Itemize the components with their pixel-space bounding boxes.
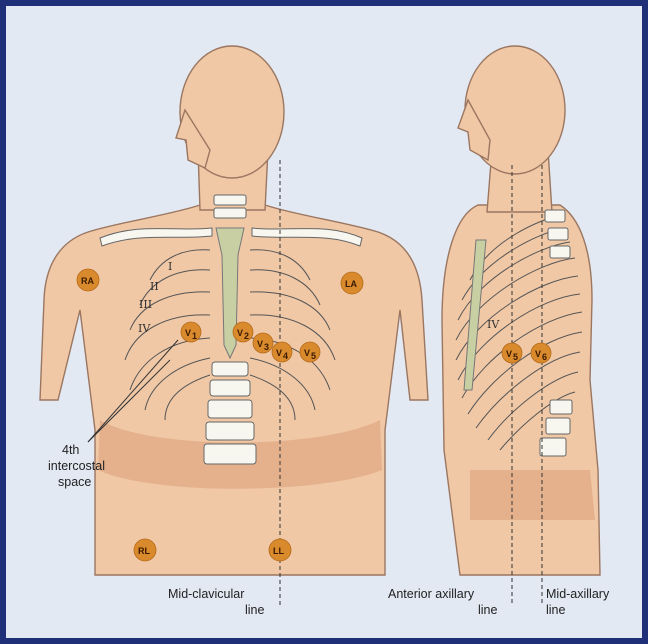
- electrode-rl: RL: [134, 539, 156, 561]
- svg-text:V: V: [276, 348, 282, 358]
- intercostal-label-line2: intercostal: [48, 459, 105, 473]
- rib-label-i: I: [168, 260, 172, 273]
- mid-axillary-label-line1: Mid-axillary: [546, 587, 610, 601]
- svg-text:1: 1: [192, 331, 197, 341]
- electrode-v3: V 3: [253, 333, 273, 353]
- rib-label-iii: III: [139, 298, 152, 311]
- electrode-ra: RA: [77, 269, 99, 291]
- electrode-side-v5: V 5: [502, 343, 522, 363]
- svg-text:V: V: [535, 349, 541, 359]
- intercostal-label-line1: 4th: [62, 443, 79, 457]
- electrode-ll: LL: [269, 539, 291, 561]
- side-rib-label-iv: IV: [487, 318, 500, 331]
- svg-text:2: 2: [244, 331, 249, 341]
- anterior-axillary-label-line2: line: [478, 603, 498, 617]
- svg-text:4: 4: [283, 351, 288, 361]
- mid-axillary-label-line2: line: [546, 603, 566, 617]
- svg-text:V: V: [257, 339, 263, 349]
- svg-text:RA: RA: [81, 276, 94, 286]
- midclavicular-label-line2: line: [245, 603, 265, 617]
- svg-text:LA: LA: [345, 279, 357, 289]
- svg-text:V: V: [237, 328, 243, 338]
- side-hip-shade: [470, 470, 595, 520]
- rib-label-ii: II: [150, 280, 159, 293]
- front-figure: I II III IV RA LA RL LL V 1 V 2: [40, 46, 428, 617]
- electrode-v1: V 1: [181, 322, 201, 342]
- svg-text:LL: LL: [273, 546, 284, 556]
- svg-text:5: 5: [311, 351, 316, 361]
- electrode-v2: V 2: [233, 322, 253, 342]
- svg-text:RL: RL: [138, 546, 150, 556]
- svg-text:3: 3: [264, 342, 269, 352]
- rib-label-iv: IV: [138, 322, 151, 335]
- svg-text:V: V: [506, 349, 512, 359]
- midclavicular-label-line1: Mid-clavicular: [168, 587, 244, 601]
- intercostal-label-line3: space: [58, 475, 91, 489]
- electrode-v4: V 4: [272, 342, 292, 362]
- svg-text:V: V: [304, 348, 310, 358]
- anterior-axillary-label-line1: Anterior axillary: [388, 587, 475, 601]
- electrode-side-v6: V 6: [531, 343, 551, 363]
- electrode-la: LA: [341, 272, 363, 294]
- electrode-v5: V 5: [300, 342, 320, 362]
- svg-text:6: 6: [542, 352, 547, 362]
- svg-text:5: 5: [513, 352, 518, 362]
- svg-text:V: V: [185, 328, 191, 338]
